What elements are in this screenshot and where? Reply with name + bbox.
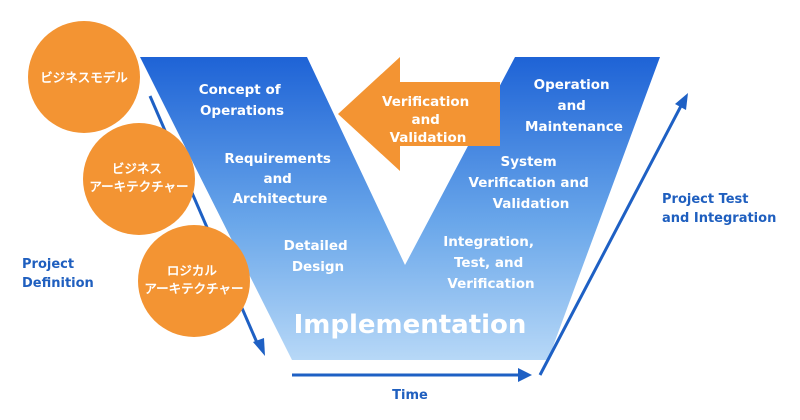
integration-test-label: Integration, Test, and Verification <box>443 234 538 292</box>
verification-validation-label: Verification and Validation <box>382 94 474 146</box>
time-label: Time <box>392 388 428 403</box>
implementation-label: Implementation <box>294 310 527 340</box>
project-test-integration-label: Project Test and Integration <box>662 192 776 226</box>
circle-2-label: ビジネス アーキテクチャー <box>89 161 188 194</box>
circle-3-label: ロジカル アーキテクチャー <box>144 263 243 296</box>
v-shape <box>140 57 660 360</box>
requirements-architecture-label: Requirements and Architecture <box>224 151 335 207</box>
verification-validation-arrow <box>338 57 500 171</box>
detailed-design-label: Detailed Design <box>284 238 353 275</box>
system-verification-label: System Verification and Validation <box>468 154 593 212</box>
operation-maintenance-label: Operation and Maintenance <box>525 77 623 135</box>
circle-logical-architecture <box>138 225 250 337</box>
time-arrow <box>292 368 532 382</box>
circle-business-architecture <box>83 123 195 235</box>
circle-business-model <box>28 21 140 133</box>
concept-of-operations-label: Concept of Operations <box>199 82 286 119</box>
circle-1-label: ビジネスモデル <box>40 70 128 85</box>
project-definition-label: Project Definition <box>22 257 94 291</box>
right-diagonal-arrow <box>538 93 688 376</box>
